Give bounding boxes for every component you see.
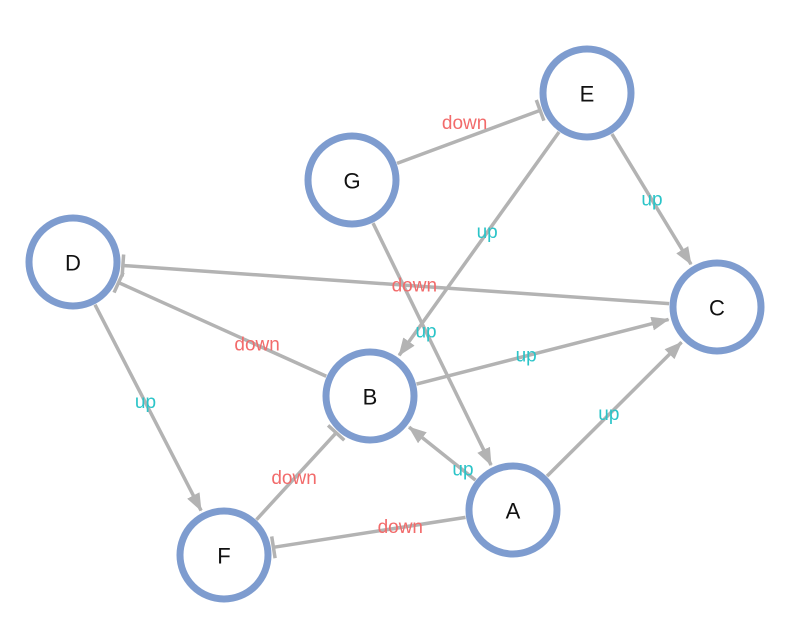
edge-line (408, 425, 477, 482)
edge-label-G-A: up (415, 321, 436, 342)
edge-label-F-B: down (271, 468, 316, 489)
edge-line (396, 108, 541, 165)
edge-A-F (269, 515, 466, 559)
inhibit-bar (534, 99, 546, 122)
node-B[interactable]: B (322, 348, 418, 444)
edge-line (117, 280, 327, 378)
node-G[interactable]: G (304, 132, 400, 228)
edge-line (545, 341, 683, 478)
edge-line (610, 133, 693, 266)
edge-A-B (408, 425, 477, 482)
node-circle[interactable] (25, 214, 121, 310)
edge-line (273, 515, 466, 550)
node-A[interactable]: A (465, 462, 561, 558)
edge-line (93, 303, 203, 512)
edge-G-A (371, 222, 493, 466)
edge-B-D (112, 271, 327, 378)
node-label: B (363, 385, 378, 410)
node-label: E (580, 82, 595, 107)
node-circle[interactable] (304, 132, 400, 228)
node-circle[interactable] (176, 507, 272, 603)
edge-line (416, 316, 670, 386)
edge-F-B (255, 424, 346, 521)
node-label: F (217, 544, 230, 569)
edge-G-E (396, 99, 546, 165)
edge-line (255, 431, 338, 521)
node-C[interactable]: C (669, 259, 765, 355)
edge-B-C (416, 316, 670, 386)
inhibit-bar (112, 271, 125, 294)
node-label: G (343, 169, 360, 194)
inhibit-bar (326, 424, 346, 442)
inhibit-bar (269, 536, 277, 559)
edge-labels-layer: down up up up down down up up up up down down (135, 113, 663, 538)
edge-label-E-C: up (641, 190, 662, 211)
node-D[interactable]: D (25, 214, 121, 310)
edge-label-B-C: up (516, 345, 537, 366)
edge-D-F (93, 303, 203, 512)
node-circle[interactable] (465, 462, 561, 558)
edge-E-C (610, 133, 693, 266)
edge-line (371, 222, 493, 466)
node-E[interactable]: E (539, 45, 635, 141)
edge-label-C-D: down (392, 275, 437, 296)
edge-label-A-C: up (598, 404, 619, 425)
edge-label-G-E: down (442, 113, 487, 134)
nodes-layer: E G D C B A F (25, 45, 765, 603)
node-circle[interactable] (539, 45, 635, 141)
edge-label-B-D: down (234, 335, 279, 356)
node-circle[interactable] (669, 259, 765, 355)
node-circle[interactable] (322, 348, 418, 444)
edges-layer (93, 99, 693, 559)
edge-line (397, 131, 561, 357)
node-label: C (709, 296, 725, 321)
edge-E-B (397, 131, 561, 357)
node-F[interactable]: F (176, 507, 272, 603)
edge-label-E-B: up (477, 222, 498, 243)
node-label: D (65, 251, 81, 276)
edge-label-A-F: down (378, 517, 423, 538)
node-label: A (506, 499, 521, 524)
edge-line (122, 263, 670, 306)
edge-label-A-B: up (452, 460, 473, 481)
edge-label-D-F: up (135, 392, 156, 413)
edge-A-C (545, 341, 683, 478)
